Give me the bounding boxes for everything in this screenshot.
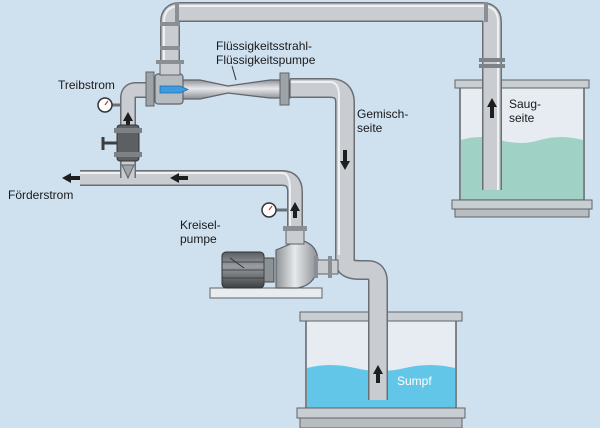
motive-nozzle [159, 85, 189, 94]
mixture-side-label-line1: Gemisch- [357, 107, 408, 121]
mixture-side-label-line2: seite [357, 121, 383, 135]
motive-pipe [101, 82, 150, 180]
mixture-pipe [290, 78, 388, 400]
pressure-gauge-pump [261, 202, 287, 218]
motive-flow-arrow [123, 112, 133, 128]
sump-label: Sumpf [397, 374, 432, 388]
suction-side-label-line2: seite [509, 111, 535, 125]
jet-pump-label-line2: Flüssigkeitspumpe [216, 53, 316, 67]
delivery-pipe [62, 170, 303, 240]
pump-baseplate [209, 287, 323, 299]
suction-flow-arrow [487, 98, 497, 118]
delivery-flow-arrow [170, 173, 188, 183]
suction-side-label-line1: Saug- [509, 97, 541, 111]
mixture-flow-arrow [340, 150, 350, 170]
suction-tank-water [461, 137, 583, 199]
sump-flow-arrow [373, 365, 383, 383]
pump-volute [275, 239, 319, 289]
delivery-outlet-arrow [62, 173, 80, 183]
delivery-flow-label: Förderstrom [8, 188, 73, 202]
leader-line-pump [229, 257, 245, 269]
jet-pump-label-line1: Flüssigkeitsstrahl- [216, 39, 312, 53]
motive-flow-label: Treibstrom [58, 78, 115, 92]
centrifugal-pump-label-line2: pumpe [180, 232, 217, 246]
centrifugal-pump [209, 226, 339, 299]
jet-pump [145, 60, 291, 107]
pressure-gauge-motive [97, 97, 120, 113]
suction-pipe [160, 2, 505, 190]
pump-outlet-arrow [290, 202, 300, 218]
centrifugal-pump-label-line1: Kreisel- [180, 218, 221, 232]
